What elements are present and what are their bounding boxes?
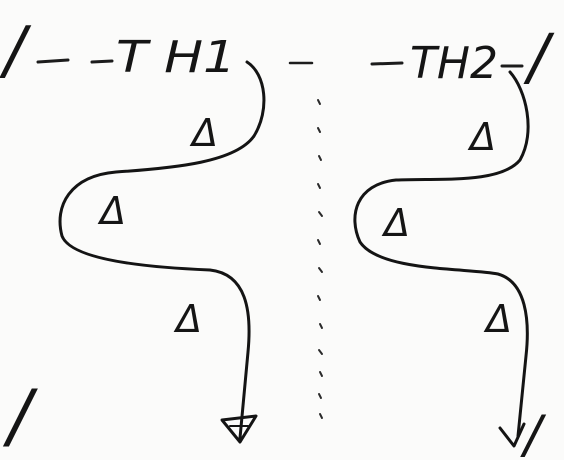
left-curve-path [58,60,266,440]
tick-bottom-right: / [520,405,547,460]
divider-dot [317,127,321,133]
triangle-mark-right-2: Δ [381,201,410,245]
divider-dot [319,323,323,329]
tick-top-right: / [523,20,555,93]
dash-segment [90,59,114,64]
divider-dot [317,295,321,301]
right-title: TH2 [410,38,498,89]
right-curve-path [353,70,530,438]
divider-dot [318,211,323,217]
divider-dot [318,393,322,399]
triangle-mark-right-3: Δ [483,297,512,341]
divider-dot [319,371,323,377]
triangle-mark-left-3: Δ [173,297,202,341]
triangle-mark-left-1: Δ [189,111,218,155]
divider-dot [317,99,321,105]
divider-dot [317,239,321,245]
divider-dot [318,267,323,273]
top-dash-line [36,58,524,68]
right-arrowhead [498,422,526,448]
triangle-mark-right-1: Δ [467,115,496,159]
left-title: T H1 [116,32,236,83]
left-arrowhead [220,414,258,444]
divider-dot [318,155,322,161]
dash-segment [370,61,404,66]
left-flow-arrow [58,60,266,444]
divider-dot [317,183,321,189]
tick-top-left: / [0,14,32,88]
dash-segment [36,58,70,64]
divider-dot [319,413,323,419]
divider-dot [318,349,323,355]
right-flow-arrow [353,70,530,448]
triangle-mark-left-2: Δ [97,189,126,233]
tick-bottom-left: / [2,375,38,457]
center-dotted-divider [317,99,323,419]
